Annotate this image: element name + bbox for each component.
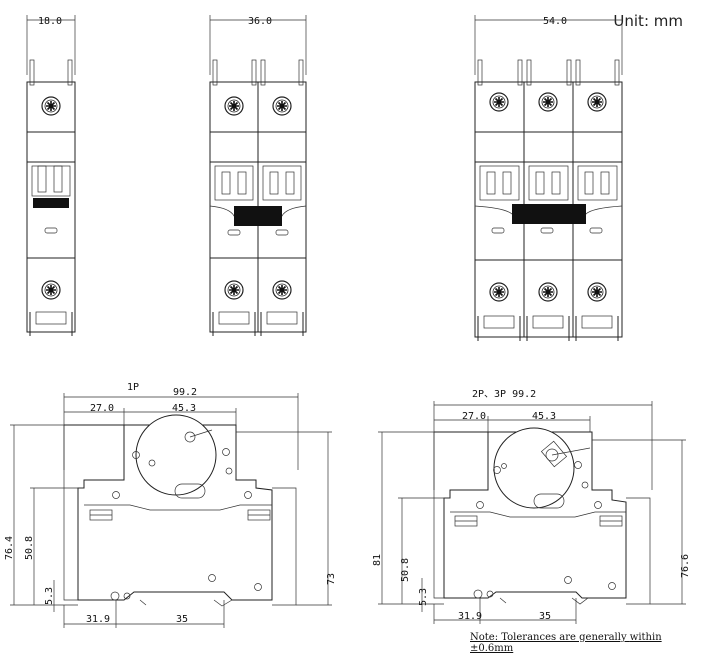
terminal-screw-icon: [272, 96, 292, 116]
dim-35-1p: 35: [176, 614, 188, 625]
dim-53-1p: 5.3: [44, 587, 55, 605]
dim-319-1p: 31.9: [86, 614, 110, 625]
side-view-2p3p: 2P、3P 99.2 27.0 45.3: [372, 389, 691, 624]
dim-45-2p3p: 45.3: [532, 411, 556, 422]
dim-45-1p: 45.3: [172, 403, 196, 414]
front-view-2p: 36.0: [209, 15, 307, 336]
terminal-screw-icon: [272, 280, 292, 300]
label-2p3p: 2P、3P 99.2: [472, 389, 536, 400]
terminal-screw-icon: [538, 92, 558, 112]
dim-27-2p3p: 27.0: [462, 411, 486, 422]
label-1p: 1P: [127, 382, 139, 393]
terminal-screw-icon: [587, 282, 607, 302]
terminal-screw-icon: [41, 96, 61, 116]
dim-319-2p3p: 31.9: [458, 611, 482, 622]
dim-width-3p: 54.0: [543, 16, 567, 27]
terminal-screw-icon: [538, 282, 558, 302]
side-view-1p: 1P 99.2 27.0 45.3: [4, 382, 337, 628]
dim-height-76-1p: 76.4: [4, 536, 15, 560]
dim-overall-width-1p: 99.2: [173, 387, 197, 398]
terminal-screw-icon: [41, 280, 61, 300]
tolerance-note-prefix: Note: Tolerances are generally: [470, 632, 630, 643]
dim-height-50-1p: 50.8: [24, 536, 35, 560]
terminal-screw-icon: [587, 92, 607, 112]
dim-53-2p3p: 5.3: [418, 588, 429, 606]
terminal-screw-icon: [224, 280, 244, 300]
terminal-screw-icon: [489, 282, 509, 302]
dim-height-76-2p3p: 76.6: [680, 554, 691, 578]
unit-label: Unit: mm: [613, 12, 683, 30]
dim-width-1p: 18.0: [38, 16, 62, 27]
dim-width-2p: 36.0: [248, 16, 272, 27]
front-view-1p: 18.0: [26, 15, 76, 336]
tolerance-note: Note: Tolerances are generally within ±0…: [470, 632, 705, 654]
dim-height-81-2p3p: 81: [372, 554, 383, 566]
terminal-screw-icon: [489, 92, 509, 112]
front-view-3p: 54.0: [474, 15, 623, 341]
terminal-screw-icon: [224, 96, 244, 116]
dim-height-73-1p: 73: [326, 573, 337, 585]
tolerance-note-value: within ±0.6mm: [470, 632, 662, 654]
dim-27-1p: 27.0: [90, 403, 114, 414]
dim-35-2p3p: 35: [539, 611, 551, 622]
dim-height-50-2p3p: 50.8: [400, 558, 411, 582]
